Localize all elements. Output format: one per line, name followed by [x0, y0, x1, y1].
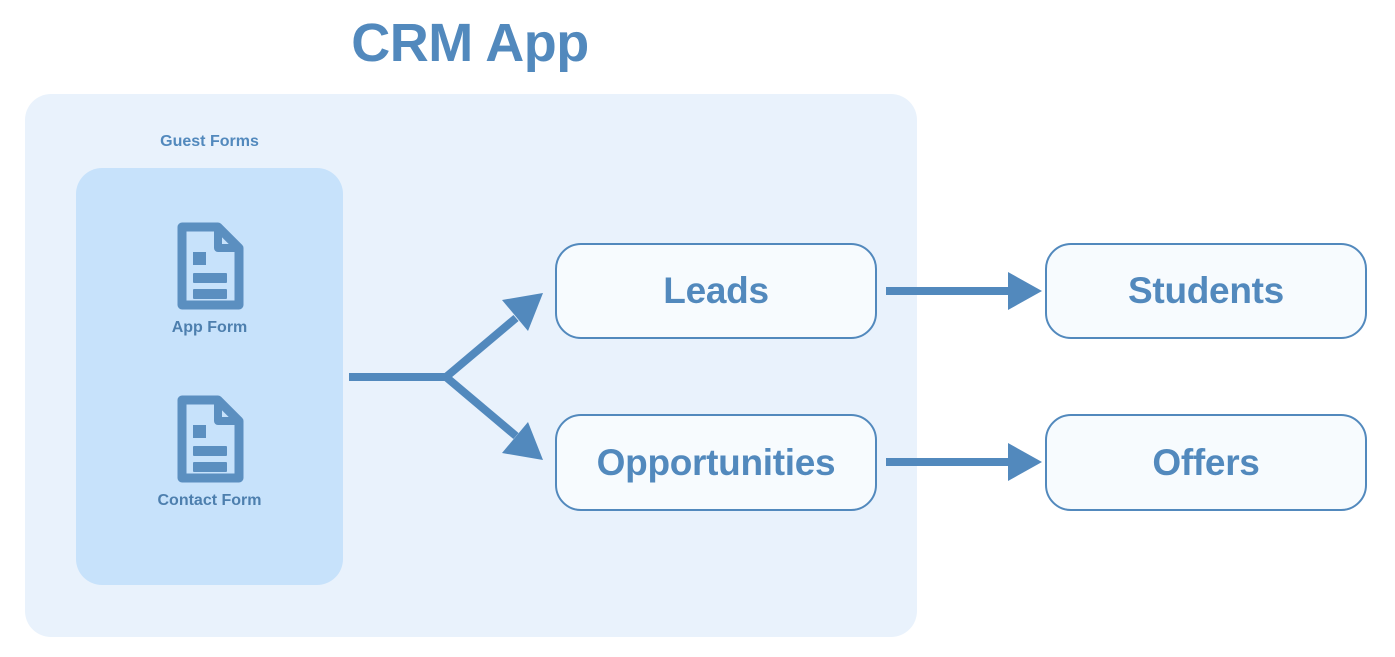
entity-label-leads: Leads: [663, 270, 769, 311]
guest-forms-group-box: App Form Contact Form: [76, 168, 343, 585]
form-item-app-form[interactable]: App Form: [76, 222, 343, 337]
form-label-contact-form: Contact Form: [157, 492, 262, 509]
form-label-app-form: App Form: [171, 319, 248, 336]
entity-box-offers[interactable]: Offers: [1045, 414, 1367, 511]
entity-box-leads[interactable]: Leads: [555, 243, 877, 339]
page-title: CRM App: [351, 13, 589, 73]
entity-label-opportunities: Opportunities: [596, 441, 836, 483]
connector-opportunities-offers-arrowhead: [1008, 443, 1042, 481]
entity-label-students: Students: [1128, 270, 1284, 311]
form-item-contact-form[interactable]: Contact Form: [76, 395, 343, 510]
entity-box-students[interactable]: Students: [1045, 243, 1367, 339]
entity-box-opportunities[interactable]: Opportunities: [555, 414, 877, 511]
entity-label-offers: Offers: [1152, 441, 1260, 483]
document-icon: [177, 222, 243, 310]
guest-forms-group-label: Guest Forms: [160, 133, 259, 150]
document-icon: [177, 395, 243, 483]
connector-leads-students-arrowhead: [1008, 272, 1042, 310]
